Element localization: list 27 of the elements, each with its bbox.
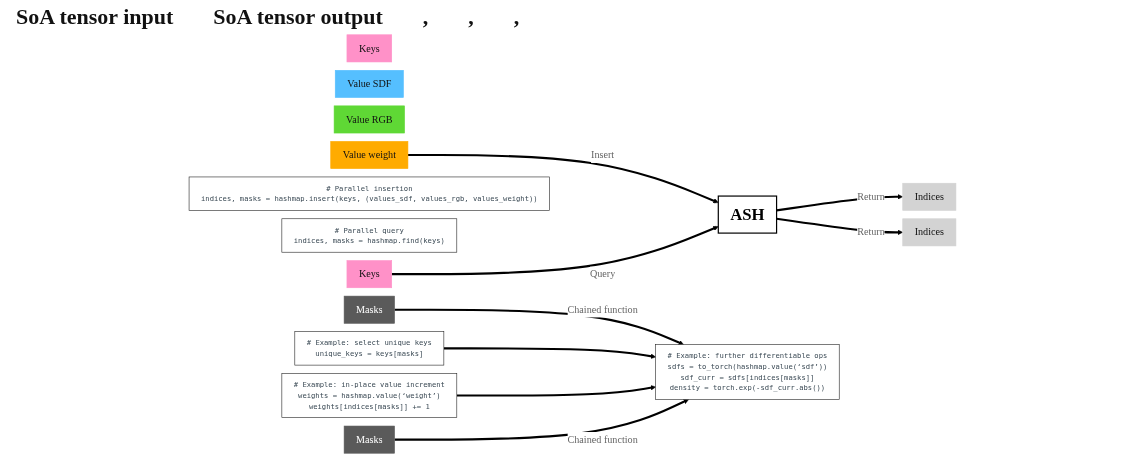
node-box: Value RGB [333,105,405,134]
section-heading: SoA tensor output [213,4,383,30]
arrow [394,308,684,346]
edge-label: Query [589,268,616,280]
node-box: Masks [343,425,395,454]
node-box: Indices [902,218,957,247]
arrow [391,225,719,276]
separator-comma: , [468,4,474,30]
node-box: Indices [902,182,957,211]
node-box: ASH [717,195,778,234]
arrow [456,385,656,397]
node-box: Value weight [330,141,409,169]
arrow [394,399,689,441]
edge-label: Return [857,190,885,203]
edge-label: Chained function [567,303,638,316]
edge-label: Chained function [567,433,638,446]
section-heading: SoA tensor input [16,4,174,30]
separator-comma: , [422,4,429,30]
arrow [407,153,719,204]
node-box: Keys [346,260,392,289]
separator-comma: , [513,4,520,30]
edge-label: Insert [591,149,615,161]
node-box: Value SDF [334,70,404,98]
node-box: Masks [343,295,395,324]
arrow [443,347,656,359]
node-box: Keys [346,34,392,63]
edge-label: Return [857,226,885,238]
